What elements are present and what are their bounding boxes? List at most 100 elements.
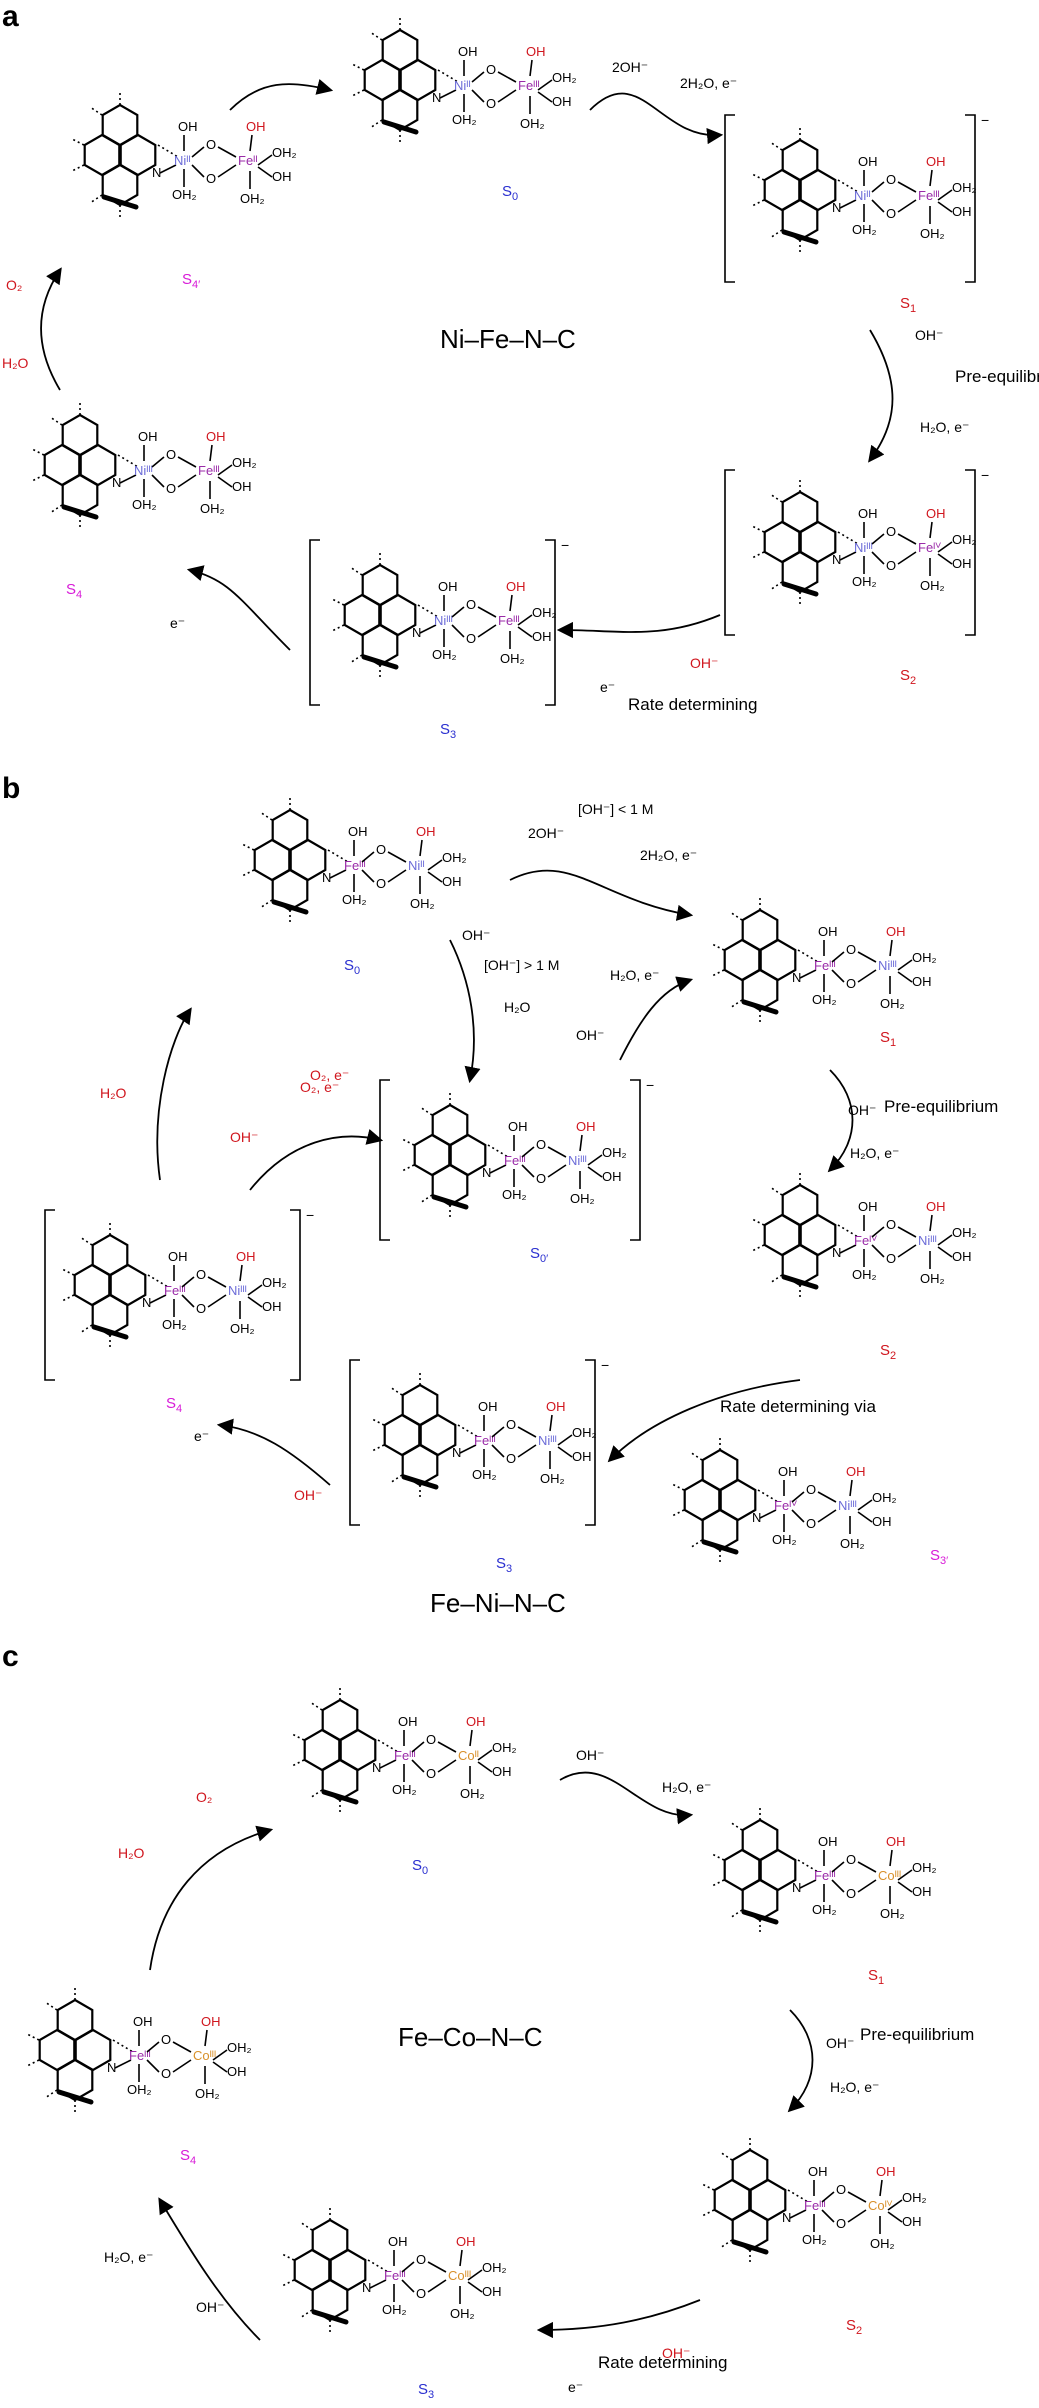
metal-1-label: Niᴵᴵ: [854, 188, 871, 203]
ligand-oh: OH: [952, 1249, 972, 1264]
ligand-oh: OH: [818, 1834, 838, 1849]
nitrogen-atom: N: [112, 475, 121, 490]
reagent-text: OH⁻: [230, 1129, 258, 1145]
bridge-oxygen: O: [426, 1766, 436, 1781]
ligand-oh: OH: [236, 1249, 256, 1264]
arrow-a-s0-s1: [589, 92, 724, 145]
step-text: Rate determining via: [720, 1397, 876, 1416]
ligand-oh: OH: [808, 2164, 828, 2179]
bridge-oxygen: O: [886, 172, 896, 187]
metal-1-label: Feᴵᴵᴵ: [814, 1868, 836, 1883]
brackets-a-s2: −: [724, 467, 989, 636]
ligand-oh: OH: [886, 1834, 906, 1849]
brackets-b-s3: −: [349, 1357, 609, 1526]
metal-2-label: Feᴵᴵᴵ: [198, 463, 220, 478]
reagent-text: OH⁻: [915, 327, 943, 343]
arrow-a-s3-s4: [186, 565, 291, 651]
ligand-oh2: OH₂: [602, 1145, 627, 1160]
ligand-oh: OH: [178, 119, 198, 134]
step-text: Pre-equilibrium: [860, 2025, 974, 2044]
product-text: H₂O, e⁻: [920, 419, 969, 435]
ligand-oh: OH: [466, 1714, 486, 1729]
arrow-c-s0-s1: [559, 1771, 694, 1825]
bridge-oxygen: O: [376, 842, 386, 857]
state-label-c-s2: S2: [846, 2317, 862, 2337]
metal-1-label: Niᴵᴵᴵ: [134, 463, 153, 478]
ligand-oh2: OH₂: [812, 1902, 837, 1917]
metal-2-label: Niᴵᴵᴵ: [228, 1283, 247, 1298]
reagent-text: OH⁻: [848, 1102, 876, 1118]
ligand-oh: OH: [926, 1199, 946, 1214]
arrow-b-s4-s0prime: [249, 1129, 384, 1191]
product-text: 2H₂O, e⁻: [640, 847, 697, 863]
state-label-b-s1: S1: [880, 1029, 896, 1049]
metal-1-label: Feᴵᴵᴵ: [344, 858, 366, 873]
brackets-b-s0prime: −: [379, 1077, 654, 1241]
arrow-b-s1-s2: [827, 1069, 854, 1173]
ligand-oh: OH: [442, 874, 462, 889]
ligand-oh2: OH₂: [880, 996, 905, 1011]
ligand-oh2: OH₂: [482, 2260, 507, 2275]
bridge-oxygen: O: [166, 447, 176, 462]
bridge-oxygen: O: [206, 137, 216, 152]
metal-1-label: Feᴵᴵᴵ: [129, 2048, 151, 2063]
bridge-oxygen: O: [466, 631, 476, 646]
ligand-oh: OH: [876, 2164, 896, 2179]
metal-2-label: Niᴵᴵᴵ: [878, 958, 897, 973]
ligand-oh2: OH₂: [540, 1471, 565, 1486]
system-title-a: Ni–Fe–N–C: [440, 324, 576, 354]
state-label-c-s3: S3: [418, 2381, 434, 2401]
arrow-b-s3-s4: [216, 1418, 331, 1486]
ligand-oh2: OH₂: [262, 1275, 287, 1290]
ligand-oh2: OH₂: [572, 1425, 597, 1440]
nitrogen-atom: N: [482, 1165, 491, 1180]
state-label-b-s3prime: S3′: [930, 1547, 948, 1567]
brackets-b-s4: −: [44, 1207, 314, 1381]
ligand-oh2: OH₂: [952, 1225, 977, 1240]
metal-1-label: Feᴵᴵᴵ: [384, 2268, 406, 2283]
ligand-oh2: OH₂: [230, 1321, 255, 1336]
metal-1-label: Feᴵᴵᴵ: [394, 1748, 416, 1763]
condition-text: [OH⁻] > 1 M: [484, 957, 559, 973]
brackets-a-s1: −: [724, 112, 989, 283]
nitrogen-atom: N: [142, 1295, 151, 1310]
metal-1-label: Feᴵᴵᴵ: [504, 1153, 526, 1168]
state-label-c-s1: S1: [868, 1967, 884, 1987]
metal-2-label: Coᴵⱽ: [868, 2198, 893, 2213]
bridge-oxygen: O: [486, 62, 496, 77]
ligand-oh2: OH₂: [127, 2082, 152, 2097]
bridge-oxygen: O: [166, 481, 176, 496]
ligand-oh2: OH₂: [802, 2232, 827, 2247]
charge-sign: −: [981, 467, 989, 483]
reagent-text: OH⁻: [826, 2035, 854, 2051]
ligand-oh2: OH₂: [460, 1786, 485, 1801]
bridge-oxygen: O: [886, 1251, 896, 1266]
panel-letter-b: b: [2, 772, 20, 805]
product-text: H₂O, e⁻: [830, 2079, 879, 2095]
ligand-oh: OH: [456, 2234, 476, 2249]
reagent-text: OH⁻: [576, 1027, 604, 1043]
bridge-oxygen: O: [806, 1516, 816, 1531]
arrow-b-s0-s0prime: [449, 939, 481, 1084]
metal-1-label: Niᴵᴵ: [454, 78, 471, 93]
ligand-oh: OH: [478, 1399, 498, 1414]
bridge-oxygen: O: [466, 597, 476, 612]
ligand-oh2: OH₂: [812, 992, 837, 1007]
ligand-oh2: OH₂: [772, 1532, 797, 1547]
ligand-oh: OH: [778, 1464, 798, 1479]
state-label-b-s0: S0: [344, 957, 360, 977]
ligand-oh: OH: [492, 1764, 512, 1779]
metal-2-label: Niᴵᴵᴵ: [918, 1233, 937, 1248]
ligand-oh: OH: [846, 1464, 866, 1479]
ligand-oh: OH: [858, 506, 878, 521]
product-text: H₂O, e⁻: [104, 2249, 153, 2265]
metal-2-label: Coᴵᴵ: [458, 1748, 479, 1763]
